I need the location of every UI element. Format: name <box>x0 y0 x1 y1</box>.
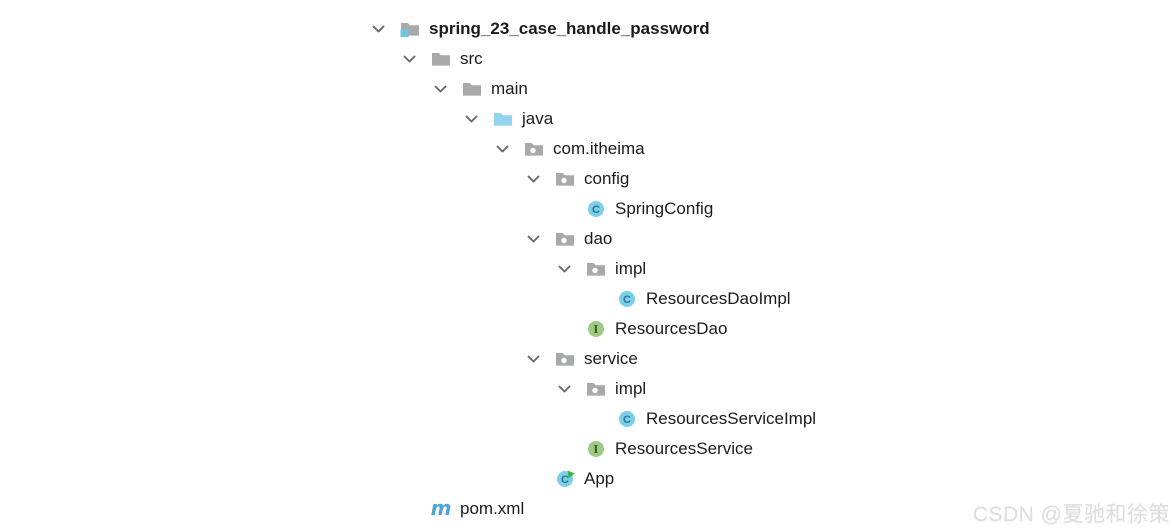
package-icon <box>524 140 544 158</box>
svg-text:I: I <box>593 323 598 336</box>
tree-row-pom-xml[interactable]: m pom.xml <box>0 494 816 524</box>
tree-row-springconfig[interactable]: C SpringConfig <box>0 194 816 224</box>
package-icon <box>555 230 575 248</box>
folder-icon <box>462 80 482 98</box>
class-icon: C <box>617 410 637 428</box>
tree-node-label: java <box>522 109 554 128</box>
chevron-down-icon[interactable] <box>526 351 555 367</box>
tree-node-label: ResourcesService <box>615 439 753 458</box>
package-icon <box>555 350 575 368</box>
tree-row-resourcesserviceimpl[interactable]: C ResourcesServiceImpl <box>0 404 816 434</box>
tree-node-label: ResourcesServiceImpl <box>646 409 817 428</box>
folder-icon <box>431 50 451 68</box>
tree-row-dao[interactable]: dao <box>0 224 816 254</box>
chevron-down-icon[interactable] <box>557 261 586 277</box>
chevron-down-icon[interactable] <box>464 111 493 127</box>
class-icon: C <box>617 290 637 308</box>
chevron-down-icon[interactable] <box>433 81 462 97</box>
tree-node-label: main <box>491 79 528 98</box>
package-icon <box>586 380 606 398</box>
tree-node-label: com.itheima <box>553 139 645 158</box>
tree-node-label: SpringConfig <box>615 199 714 218</box>
tree-row-spring-23-case-handle-password[interactable]: spring_23_case_handle_password <box>0 14 816 44</box>
tree-row-impl[interactable]: impl <box>0 374 816 404</box>
svg-text:I: I <box>593 443 598 456</box>
chevron-down-icon[interactable] <box>495 141 524 157</box>
tree-row-config[interactable]: config <box>0 164 816 194</box>
tree-node-label: ResourcesDao <box>615 319 728 338</box>
chevron-down-icon[interactable] <box>402 51 431 67</box>
tree-node-label: dao <box>584 229 613 248</box>
tree-row-app[interactable]: C App <box>0 464 816 494</box>
tree-row-service[interactable]: service <box>0 344 816 374</box>
tree-node-label: spring_23_case_handle_password <box>429 19 710 38</box>
tree-node-label: src <box>460 49 483 68</box>
main-class-icon: C <box>555 470 575 488</box>
chevron-down-icon[interactable] <box>526 231 555 247</box>
project-folder-icon <box>400 20 420 38</box>
interface-icon: I <box>586 320 606 338</box>
chevron-down-icon[interactable] <box>371 21 400 37</box>
tree-node-label: service <box>584 349 638 368</box>
svg-text:C: C <box>623 414 631 426</box>
tree-node-label: impl <box>615 379 647 398</box>
package-icon <box>555 170 575 188</box>
tree-row-resourcesservice[interactable]: I ResourcesService <box>0 434 816 464</box>
source-folder-icon <box>493 110 513 128</box>
tree-node-label: pom.xml <box>460 499 525 518</box>
tree-row-impl[interactable]: impl <box>0 254 816 284</box>
class-icon: C <box>586 200 606 218</box>
tree-row-java[interactable]: java <box>0 104 816 134</box>
interface-icon: I <box>586 440 606 458</box>
svg-text:C: C <box>561 474 569 486</box>
svg-text:C: C <box>592 204 600 216</box>
tree-row-com-itheima[interactable]: com.itheima <box>0 134 816 164</box>
tree-row-resourcesdao[interactable]: I ResourcesDao <box>0 314 816 344</box>
tree-node-label: App <box>584 469 615 488</box>
tree-node-label: impl <box>615 259 647 278</box>
package-icon <box>586 260 606 278</box>
svg-text:C: C <box>623 294 631 306</box>
tree-node-label: config <box>584 169 630 188</box>
tree-row-src[interactable]: src <box>0 44 816 74</box>
maven-icon: m <box>430 496 452 520</box>
tree-row-resourcesdaoimpl[interactable]: C ResourcesDaoImpl <box>0 284 816 314</box>
tree-row-main[interactable]: main <box>0 74 816 104</box>
chevron-down-icon[interactable] <box>557 381 586 397</box>
tree-node-label: ResourcesDaoImpl <box>646 289 791 308</box>
watermark: CSDN @夏驰和徐策 <box>972 503 1170 526</box>
chevron-down-icon[interactable] <box>526 171 555 187</box>
